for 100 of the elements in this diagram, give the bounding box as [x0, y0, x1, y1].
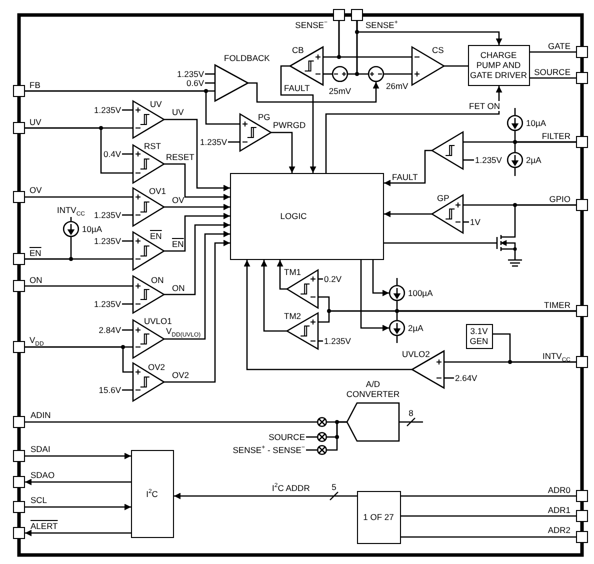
arrow — [164, 118, 230, 192]
wire — [401, 536, 576, 538]
wire — [25, 421, 317, 423]
comparator-label: EN — [150, 231, 162, 241]
wire — [444, 361, 576, 363]
arrow — [280, 65, 316, 173]
pin-label: SENSE$^{−}$ — [295, 20, 328, 30]
wire — [338, 21, 412, 58]
comparator-label: FOLDBACK — [224, 53, 270, 63]
pin-label: ALERT — [30, 520, 58, 530]
source-value-label: 26mV — [386, 81, 408, 91]
pin-label: ADR1 — [548, 504, 570, 514]
wire — [530, 77, 576, 79]
arrow — [164, 212, 230, 252]
pin-label: ADIN — [30, 410, 51, 420]
bus-width-label: 8 — [408, 408, 414, 418]
pin-label: GPIO — [549, 194, 570, 204]
comparator-label: OV2 — [148, 362, 166, 372]
edge-label: FAULT — [284, 83, 310, 93]
wire — [228, 141, 240, 143]
arrow — [164, 204, 230, 210]
converter-label: A/D CONVERTER — [345, 379, 401, 399]
edge-label: I$^{2}$C ADDR — [272, 483, 310, 493]
reference-voltage-label: 1.235V — [94, 299, 121, 309]
arrow — [276, 260, 287, 290]
wire — [25, 90, 240, 125]
block-label: I$^{2}$C — [145, 488, 159, 498]
logic-block — [230, 173, 384, 260]
arrow — [25, 504, 131, 510]
wire — [25, 285, 133, 287]
pin-label: TIMER — [544, 300, 570, 310]
wire — [205, 73, 215, 75]
comparator-label: OV1 — [149, 186, 166, 196]
pin-label: ON — [30, 274, 42, 284]
wire — [514, 141, 576, 152]
wire — [122, 240, 133, 242]
wire — [122, 389, 133, 391]
edge-label: V$_{DD(UVLO)}$ — [166, 326, 201, 336]
wire — [444, 377, 454, 379]
wire — [122, 214, 133, 216]
edge-label: OV2 — [172, 370, 190, 380]
edge-label: FAULT — [392, 172, 418, 182]
signal-label: SENSE$^{+}$ - SENSE$^{−}$ — [232, 445, 305, 455]
arrow — [164, 240, 230, 383]
arrow — [164, 230, 230, 340]
block-label: 3.1V GEN — [468, 326, 490, 346]
wire — [25, 127, 133, 174]
pin-label: SENSE$^{+}$ — [366, 20, 398, 30]
wire — [399, 421, 423, 423]
comparator-label: TM2 — [284, 311, 301, 321]
reference-voltage-label: 1.235V — [324, 336, 351, 346]
wire — [122, 153, 133, 155]
wire — [205, 82, 215, 84]
wire — [401, 515, 576, 517]
arrow — [248, 82, 380, 103]
arrow — [384, 150, 432, 186]
arrow — [164, 222, 230, 296]
arrow — [384, 210, 432, 218]
comparator-label: ON — [151, 275, 164, 285]
source-value-label: 10µA — [526, 118, 546, 128]
reference-voltage-label: 1.235V — [94, 210, 121, 220]
i2c-block — [131, 450, 174, 538]
arrow — [356, 21, 502, 45]
arrow — [372, 260, 389, 296]
source-value-label: 25mV — [328, 86, 352, 96]
block-label: CHARGE PUMP AND GATE DRIVER — [469, 50, 528, 80]
pin-label: GATE — [548, 40, 570, 50]
pin-label: ADR2 — [548, 524, 570, 534]
pin-label: INTV$_{CC}$ — [542, 350, 570, 360]
arrow — [25, 478, 131, 486]
pin-label: SDAO — [30, 470, 55, 480]
reference-voltage-label: 0.6V — [186, 78, 204, 88]
wire — [306, 436, 317, 438]
reference-voltage-label: 2.64V — [455, 373, 478, 383]
wire — [384, 73, 412, 75]
wire — [463, 221, 469, 223]
pin-label: FB — [30, 80, 40, 90]
pin-label: ADR0 — [548, 484, 570, 494]
edge-label: FET ON — [469, 101, 500, 111]
wire — [401, 495, 576, 497]
signal-label: SOURCE — [268, 432, 305, 442]
arrow — [360, 260, 389, 332]
arrow — [164, 163, 230, 200]
edge-label: EN — [172, 239, 184, 249]
arrow — [174, 492, 357, 500]
pin-label: OV — [30, 184, 42, 194]
wire — [318, 278, 323, 280]
source-value-label: 2µA — [408, 323, 424, 333]
reference-voltage-label: 1.235V — [475, 155, 502, 165]
wire — [463, 159, 474, 161]
block-label: LOGIC — [280, 210, 307, 220]
wire — [25, 196, 133, 198]
wire — [327, 421, 347, 451]
wire — [122, 109, 133, 111]
comparator-label: UVLO2 — [402, 349, 430, 359]
wire — [122, 303, 133, 305]
wire — [530, 51, 576, 53]
wire — [318, 340, 323, 342]
arrow — [244, 260, 412, 370]
comparator-label: PG — [258, 112, 270, 122]
